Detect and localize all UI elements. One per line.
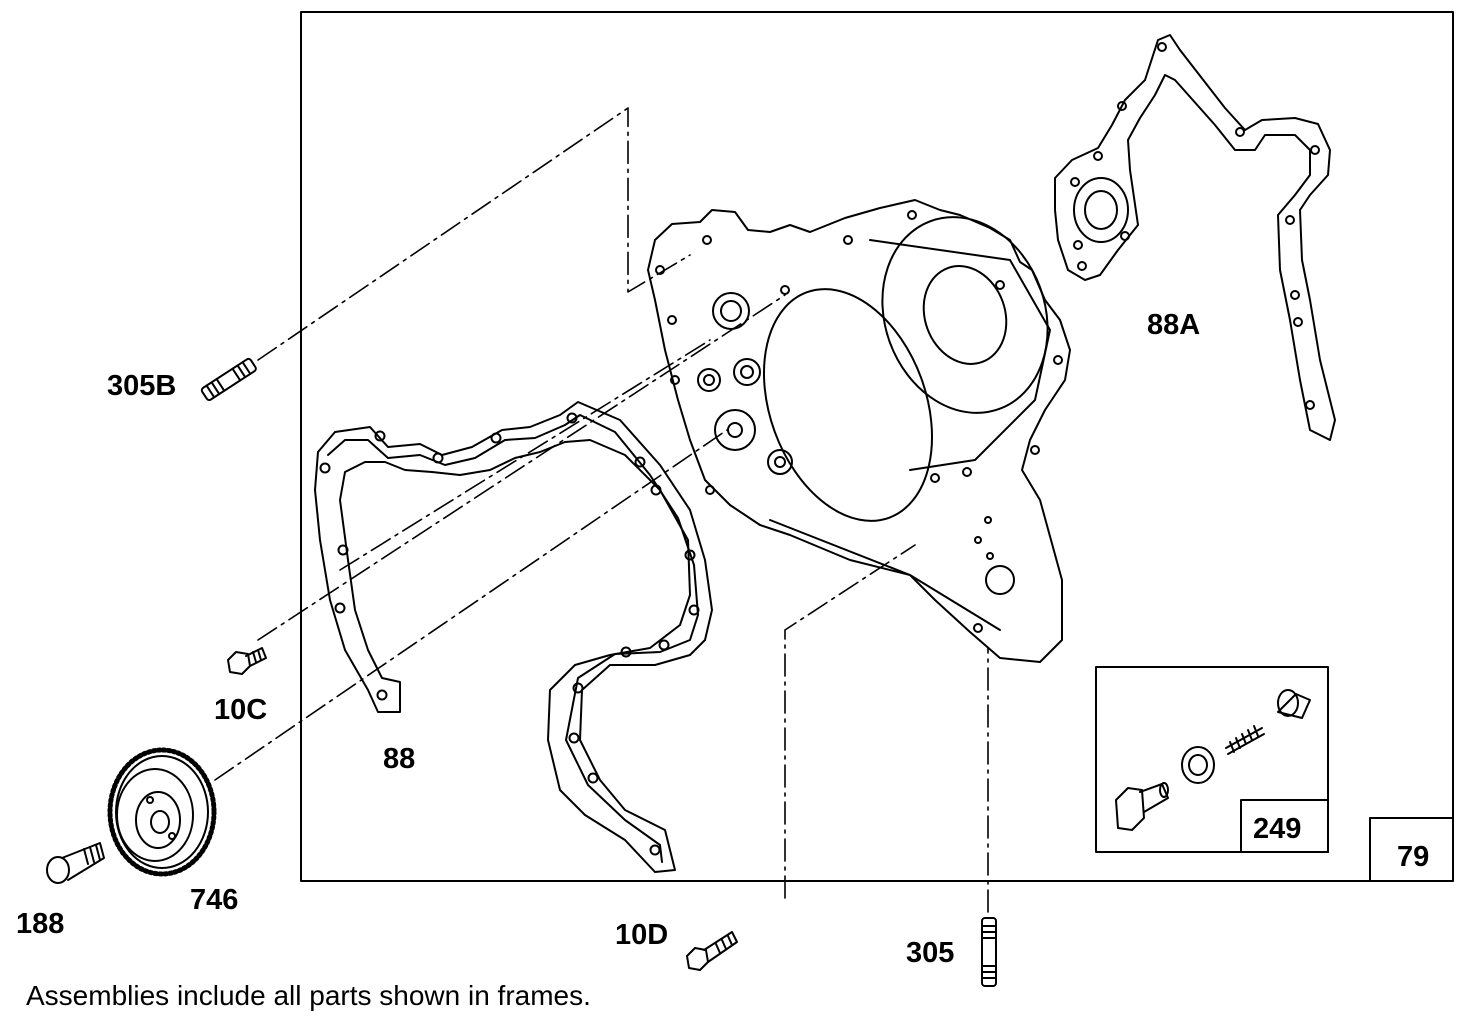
callout-10c: 10C xyxy=(214,694,268,726)
stud-305-icon xyxy=(981,917,997,987)
callout-88a: 88A xyxy=(1147,309,1201,341)
callout-79: 79 xyxy=(1397,841,1430,873)
bolt-10d-icon xyxy=(686,931,738,971)
stud-305b-icon xyxy=(200,357,257,401)
callout-88: 88 xyxy=(383,743,416,775)
callout-305b: 305B xyxy=(107,370,177,402)
bolt-188-icon xyxy=(46,842,105,884)
callout-305: 305 xyxy=(906,937,955,969)
subassembly-249-frame xyxy=(1095,666,1329,853)
gasket-88a xyxy=(1054,34,1336,441)
relief-valve-parts-icon xyxy=(1115,689,1311,831)
callout-10d: 10D xyxy=(615,919,669,951)
cam-gear-746-icon xyxy=(107,747,217,877)
bolt-10c-icon xyxy=(227,647,267,675)
timing-cover-bolt-holes xyxy=(655,210,1063,633)
alignment-centerlines xyxy=(214,107,989,913)
gasket-88a-holes xyxy=(1070,42,1320,410)
gasket-88-holes xyxy=(319,412,700,856)
main-assembly-frame xyxy=(300,11,1454,882)
timing-cover xyxy=(647,199,1071,663)
gasket-88 xyxy=(314,401,713,873)
assemblies-caption: Assemblies include all parts shown in fr… xyxy=(26,980,591,1011)
callout-249: 249 xyxy=(1253,813,1302,845)
frame-79-box xyxy=(1369,817,1454,882)
callout-188: 188 xyxy=(16,908,65,940)
callout-746: 746 xyxy=(190,884,239,916)
frame-249-box xyxy=(1240,799,1329,853)
